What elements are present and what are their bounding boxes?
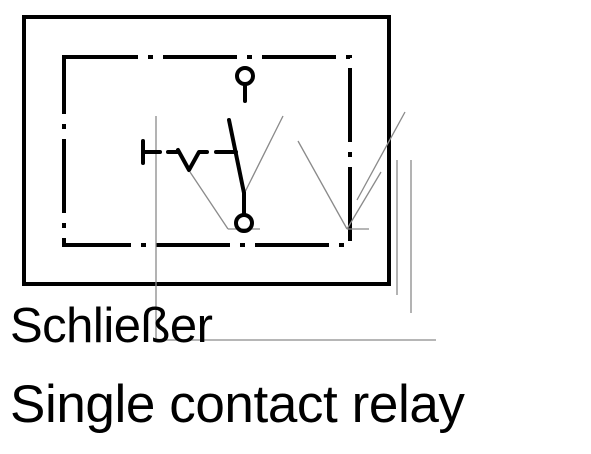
inner-dash-dot-boundary [62,55,352,247]
guide-diagonal-c [297,140,348,230]
contact-blade [227,118,246,195]
caption-german: Schließer [10,299,213,353]
guide-diagonal-e [356,111,406,201]
contact-symbol [141,66,255,233]
caption-english: Single contact relay [10,375,465,434]
guide-diagonal-d [346,171,382,230]
top-terminal-circle [235,66,255,86]
actuator-spring [176,148,209,172]
guide-lines [155,111,436,341]
outer-frame [22,15,391,286]
guide-diagonal-a [189,171,229,230]
guide-diagonal-b [244,115,284,193]
